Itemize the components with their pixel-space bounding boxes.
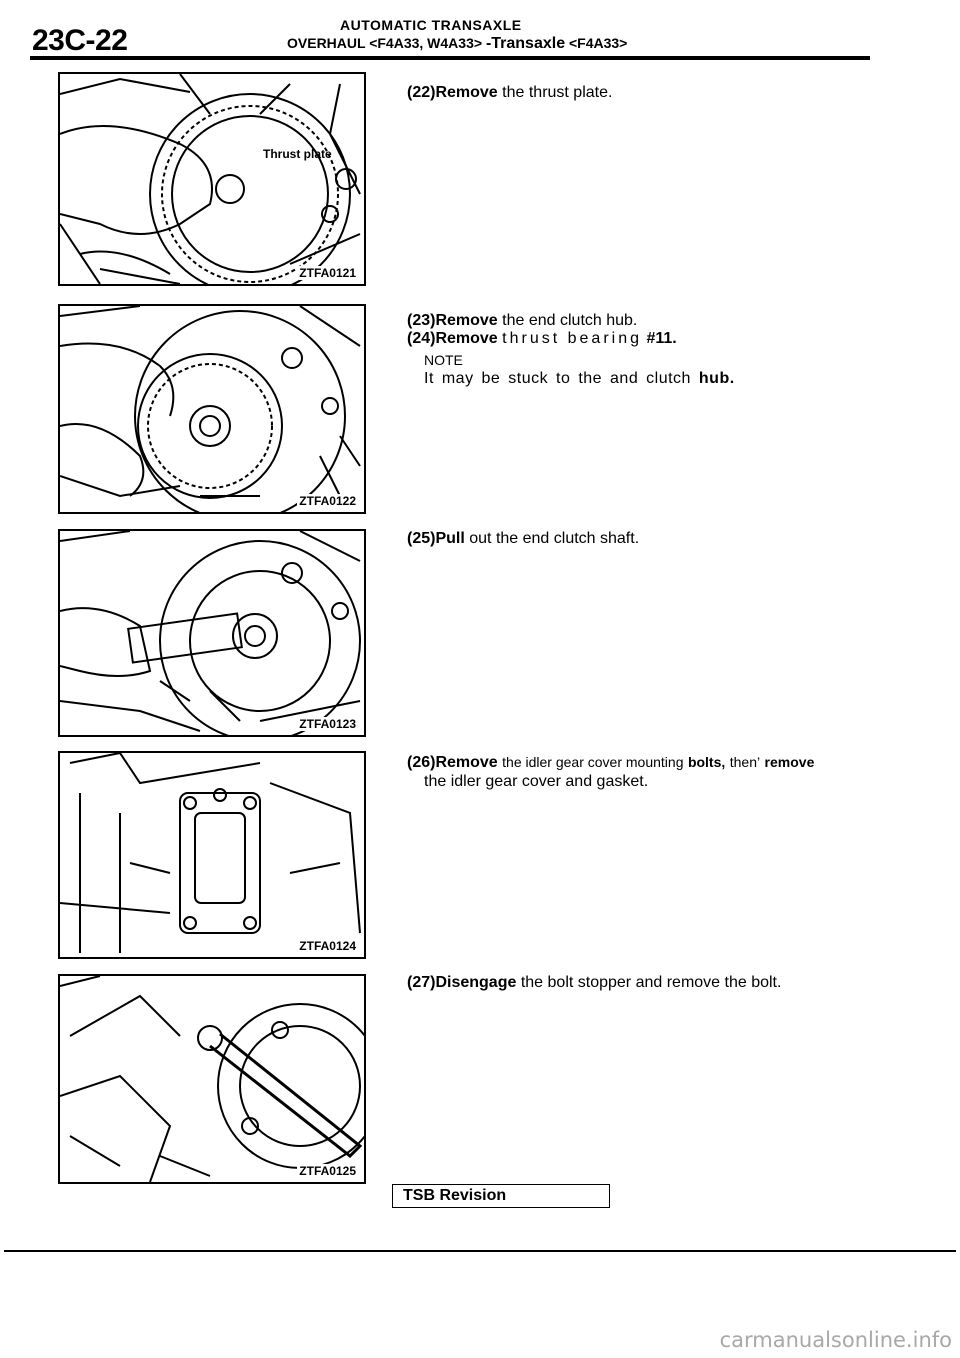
figure-id: ZTFA0125 (297, 1164, 358, 1178)
subtitle-models: <F4A33, W4A33> (369, 35, 483, 51)
note-text: It may be stuck to the and clutch hub. (424, 370, 735, 388)
step-number: (25) (407, 530, 436, 547)
step-22: (22)Remove the thrust plate. (407, 84, 612, 102)
subtitle-model-end: <F4A33> (568, 35, 628, 51)
step-24: (24)Remove thrust bearing #11. (407, 330, 677, 348)
step-23: (23)Remove the end clutch hub. (407, 312, 637, 330)
section-subtitle: OVERHAUL <F4A33, W4A33> -Transaxle <F4A3… (287, 35, 627, 53)
illustration-thrust-plate: Thrust plate (60, 74, 361, 284)
step-text: the end clutch hub. (502, 312, 638, 329)
step-number: (23) (407, 312, 436, 329)
illustration-idler-gear-cover (60, 753, 361, 953)
illustration-end-clutch-shaft (60, 531, 361, 735)
note-body: It may be stuck to the and clutch (424, 370, 691, 387)
header-rule (30, 56, 870, 60)
figure-id: ZTFA0121 (297, 266, 358, 280)
page-number: 23C-22 (32, 24, 128, 57)
step-text: the bolt stopper and remove the bolt. (520, 974, 782, 991)
step-bold-2: remove (764, 754, 815, 770)
footer-rule (4, 1250, 956, 1252)
subtitle-part: -Transaxle (485, 35, 566, 52)
figure-end-clutch-hub: ZTFA0122 (58, 304, 366, 514)
step-text: the thrust plate. (502, 84, 613, 101)
step-verb: Remove (435, 312, 498, 329)
step-26-line-2: the idler gear cover and gasket. (424, 773, 649, 790)
tsb-revision-box: TSB Revision (392, 1184, 610, 1208)
step-verb: Remove (435, 330, 498, 347)
figure-bolt-stopper: ZTFA0125 (58, 974, 366, 1184)
step-verb: Pull (435, 530, 465, 547)
figure-id: ZTFA0124 (297, 939, 358, 953)
step-text: thrust bearing (502, 330, 642, 347)
step-verb: Remove (435, 84, 498, 101)
step-ref: #11. (646, 330, 677, 347)
step-number: (26) (407, 754, 436, 771)
step-number: (27) (407, 974, 436, 991)
step-text: out the end clutch shaft. (469, 530, 640, 547)
figure-id: ZTFA0122 (297, 494, 358, 508)
step-27: (27)Disengage the bolt stopper and remov… (407, 974, 781, 992)
note-label: NOTE (424, 352, 463, 368)
figure-end-clutch-shaft: ZTFA0123 (58, 529, 366, 737)
step-verb: Disengage (435, 974, 517, 991)
figure-id: ZTFA0123 (297, 717, 358, 731)
step-text: the idler gear cover mounting (502, 754, 684, 770)
figure-thrust-plate: Thrust plate ZTFA0121 (58, 72, 366, 286)
step-text-2: then’ (729, 754, 761, 770)
subtitle-prefix: OVERHAUL (287, 35, 366, 51)
figure-idler-gear-cover: ZTFA0124 (58, 751, 366, 959)
section-title: AUTOMATIC TRANSAXLE (340, 17, 522, 33)
step-number: (24) (407, 330, 436, 347)
note-bold: hub. (698, 370, 735, 387)
step-number: (22) (407, 84, 436, 101)
callout-label: Thrust plate (263, 147, 332, 161)
watermark: carmanualsonline.info (719, 1328, 952, 1352)
step-bold: bolts, (687, 754, 726, 770)
step-26: (26)Remove the idler gear cover mounting… (407, 754, 814, 772)
illustration-end-clutch-hub (60, 306, 361, 512)
step-25: (25)Pull out the end clutch shaft. (407, 530, 639, 548)
step-verb: Remove (435, 754, 498, 771)
illustration-bolt-stopper (60, 976, 364, 1182)
